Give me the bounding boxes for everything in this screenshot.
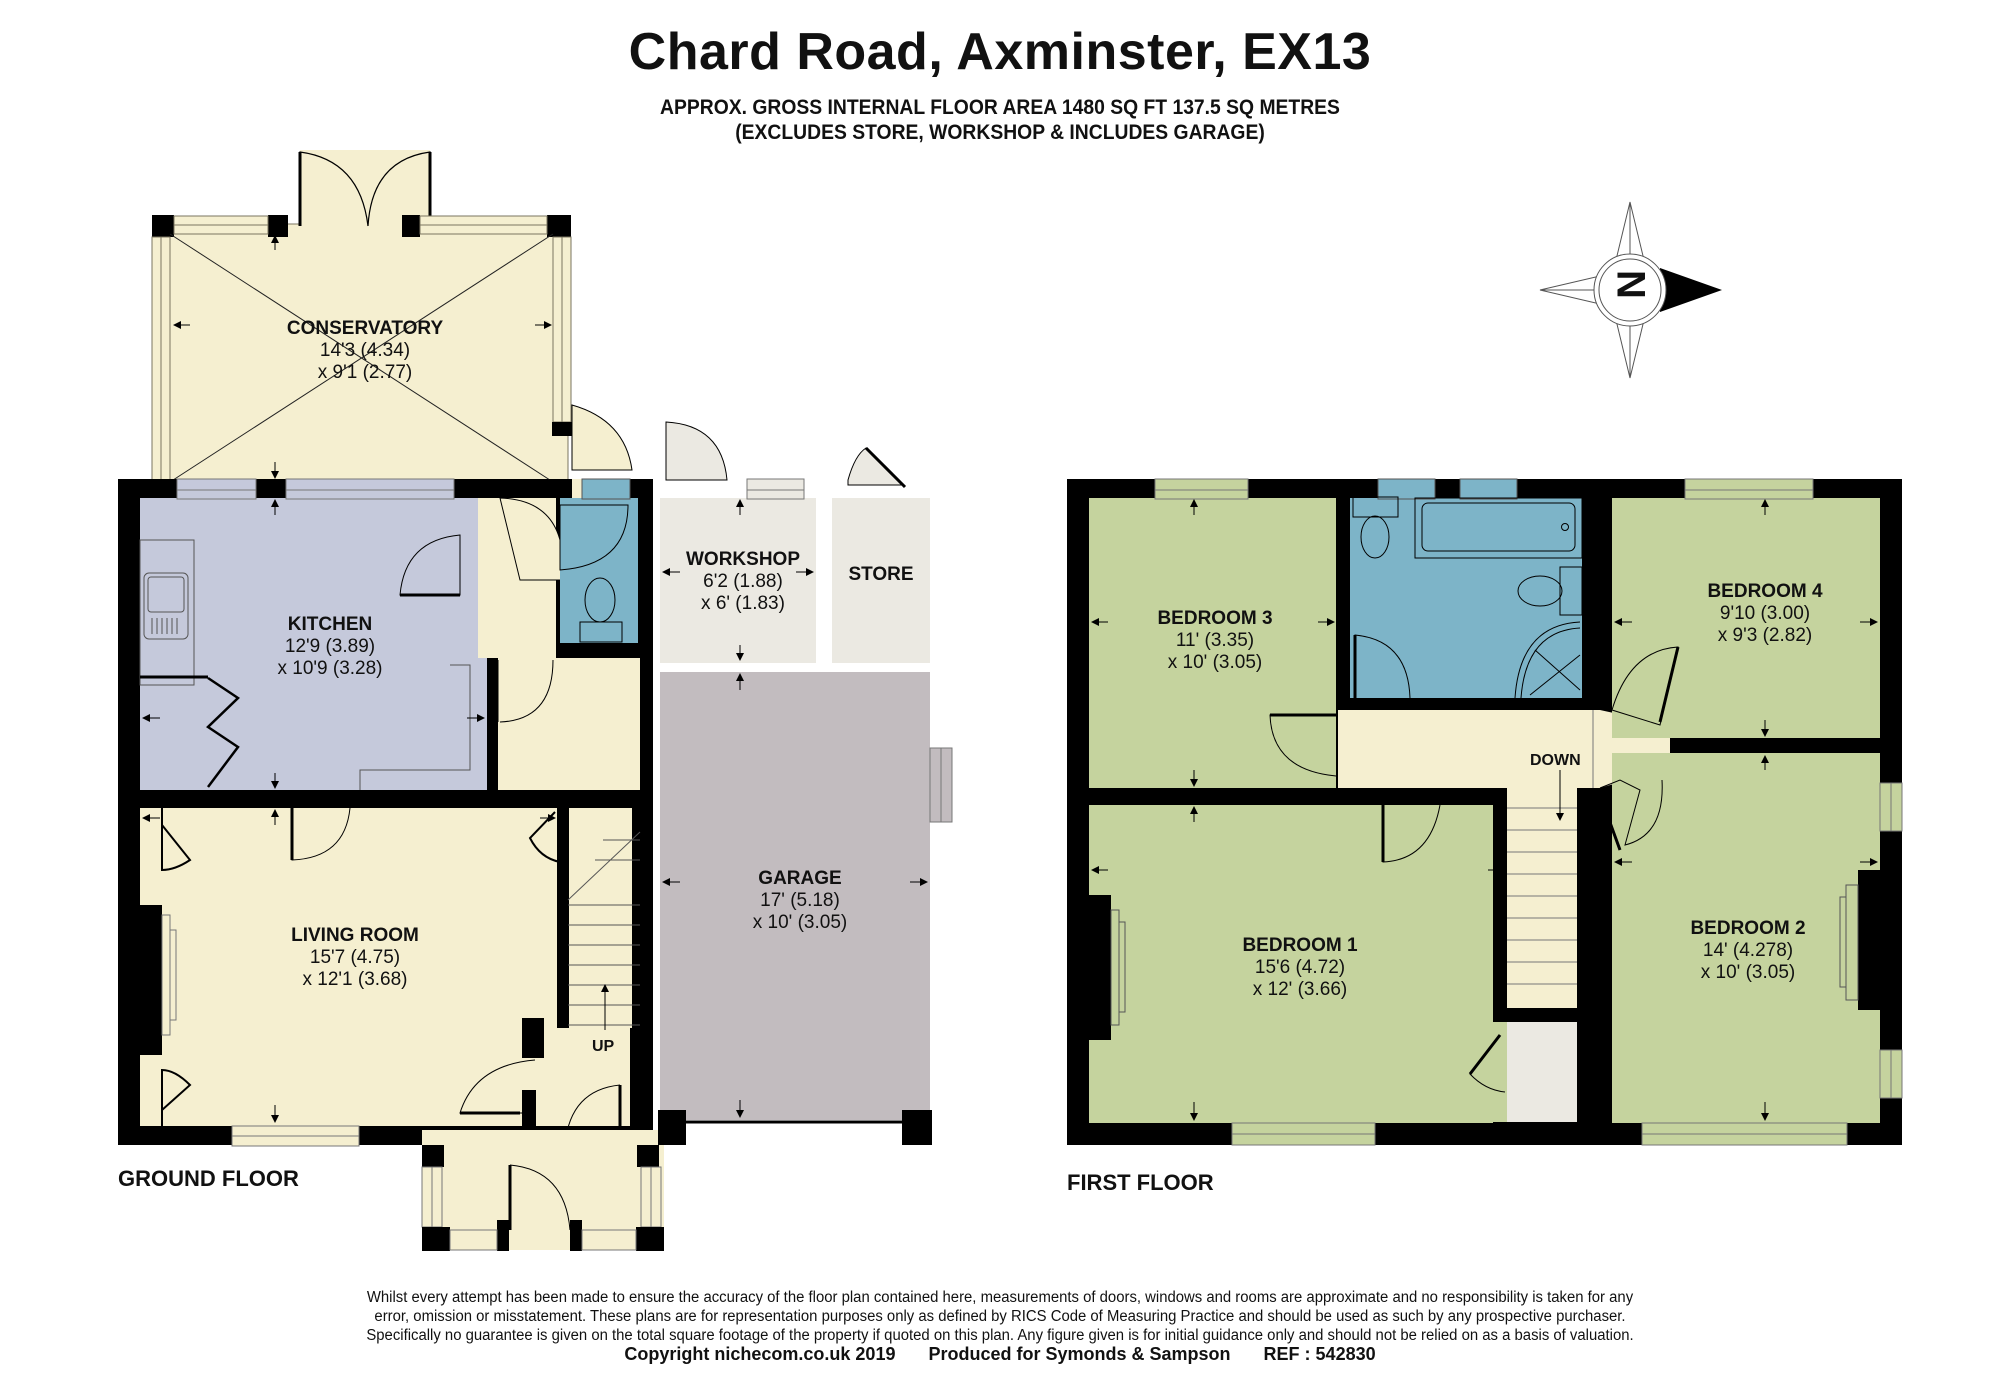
- workshop-room: [660, 421, 816, 663]
- ground-floor-plan: [118, 150, 953, 1251]
- garage-label: GARAGE 17' (5.18) x 10' (3.05): [752, 868, 848, 933]
- floor-area-summary: APPROX. GROSS INTERNAL FLOOR AREA 1480 S…: [660, 96, 1340, 119]
- living-room: [140, 807, 641, 1147]
- bedroom-3: [1089, 478, 1337, 788]
- living-room-label: LIVING ROOM 15'7 (4.75) x 12'1 (3.68): [291, 925, 419, 990]
- page-title: Chard Road, Axminster, EX13: [628, 23, 1372, 81]
- produced-for-text: Produced for Symonds & Sampson: [928, 1344, 1231, 1364]
- ground-floor-label: GROUND FLOOR: [118, 1166, 299, 1191]
- compass-rose-icon: [1539, 201, 1722, 379]
- bathroom: [1350, 478, 1583, 699]
- kitchen-room: [139, 478, 487, 790]
- disclaimer: Whilst every attempt has been made to en…: [366, 1289, 1634, 1344]
- hallway: [478, 479, 640, 790]
- stairs-up-label: UP: [592, 1038, 615, 1055]
- conservatory-room: [151, 150, 633, 483]
- garage-room: [658, 672, 953, 1145]
- wc-room: [559, 478, 638, 643]
- floor-area-note: (EXCLUDES STORE, WORKSHOP & INCLUDES GAR…: [735, 121, 1265, 144]
- copyright-text: Copyright nichecom.co.uk 2019: [624, 1344, 896, 1364]
- bedroom-3-label: BEDROOM 3 11' (3.35) x 10' (3.05): [1157, 608, 1273, 673]
- porch: [421, 1130, 664, 1251]
- store-room: [832, 446, 930, 663]
- stairs-down-label: DOWN: [1530, 752, 1581, 769]
- kitchen-label: KITCHEN 12'9 (3.89) x 10'9 (3.28): [277, 614, 383, 679]
- compass-north-letter: N: [1608, 270, 1653, 299]
- store-label: STORE: [848, 564, 914, 585]
- conservatory-label: CONSERVATORY 14'3 (4.34) x 9'1 (2.77): [286, 318, 444, 383]
- bedroom-2-label: BEDROOM 2 14' (4.278) x 10' (3.05): [1690, 918, 1806, 983]
- reference-number: REF : 542830: [1263, 1344, 1376, 1364]
- bedroom-1: [1089, 804, 1507, 1146]
- first-floor-plan: [1067, 478, 1903, 1146]
- workshop-label: WORKSHOP 6'2 (1.88) x 6' (1.83): [686, 549, 800, 614]
- copyright-line: Copyright nichecom.co.uk 2019 Produced f…: [0, 1344, 2000, 1365]
- first-floor-label: FIRST FLOOR: [1067, 1170, 1214, 1195]
- bedroom-1-label: BEDROOM 1 15'6 (4.72) x 12' (3.66): [1242, 935, 1358, 1000]
- bedroom-4-label: BEDROOM 4 9'10 (3.00) x 9'3 (2.82): [1707, 581, 1823, 646]
- bedroom-2: [1598, 753, 1903, 1146]
- landing: [1338, 710, 1686, 1122]
- bedroom-4: [1611, 478, 1880, 738]
